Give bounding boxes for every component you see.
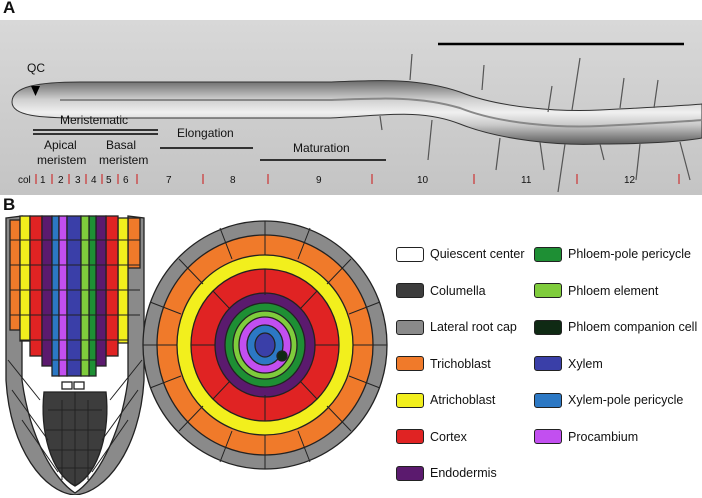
legend-swatch xyxy=(534,319,562,335)
col-number: 8 xyxy=(230,175,236,186)
col-number: 11 xyxy=(521,175,532,186)
legend-label: Trichoblast xyxy=(430,356,491,371)
panel-label-b: B xyxy=(3,195,16,214)
legend-swatch xyxy=(396,319,424,335)
legend-label: Quiescent center xyxy=(430,247,525,261)
panel-label-a: A xyxy=(3,0,16,17)
col-number: 2 xyxy=(58,175,64,186)
legend-item: Xylem-pole pericycle xyxy=(534,391,683,409)
legend-label: Columella xyxy=(430,283,486,298)
col-number: 1 xyxy=(40,175,46,186)
legend-item: Endodermis xyxy=(396,464,497,482)
meristematic-label: Meristematic xyxy=(60,113,129,127)
root-micrograph xyxy=(0,20,702,195)
legend-swatch xyxy=(396,429,424,444)
legend-item: Xylem xyxy=(534,355,603,373)
legend-label: Phloem companion cell xyxy=(568,320,698,334)
legend-item: Quiescent center xyxy=(396,245,525,263)
legend-label: Endodermis xyxy=(430,466,497,480)
legend-item: Columella xyxy=(396,282,486,300)
legend-label: Xylem xyxy=(568,356,603,371)
legend-item: Phloem-pole pericycle xyxy=(534,245,691,263)
legend-swatch xyxy=(534,429,562,444)
qc-arrow xyxy=(31,86,40,96)
legend-label: Atrichoblast xyxy=(430,393,496,407)
col-number: 6 xyxy=(123,175,129,186)
legend-swatch xyxy=(396,246,424,262)
basal-meristem-label-1: Basal xyxy=(106,138,137,152)
legend-swatch xyxy=(396,283,424,298)
legend-item: Cortex xyxy=(396,428,467,446)
legend-label: Lateral root cap xyxy=(430,320,517,334)
qc-label: QC xyxy=(27,61,45,75)
elongation-label: Elongation xyxy=(177,126,234,140)
col-number: 4 xyxy=(91,175,97,186)
root-tip-longitudinal-diagram xyxy=(5,215,145,495)
legend-label: Cortex xyxy=(430,429,467,444)
col-number: 10 xyxy=(417,175,429,186)
root-cross-section-diagram xyxy=(142,220,388,470)
legend-label: Procambium xyxy=(568,429,639,444)
legend-swatch xyxy=(534,356,562,371)
col-number: 9 xyxy=(316,175,322,186)
apical-meristem-label-1: Apical xyxy=(44,138,77,152)
legend-item: Trichoblast xyxy=(396,355,491,373)
col-number: 7 xyxy=(166,175,172,186)
col-number: 12 xyxy=(624,175,636,186)
col-prefix: col xyxy=(18,175,31,186)
legend-item: Lateral root cap xyxy=(396,318,517,336)
legend-item: Procambium xyxy=(534,428,638,446)
col-number: 5 xyxy=(106,175,112,186)
legend-swatch xyxy=(534,283,562,298)
legend-item: Phloem element xyxy=(534,282,658,300)
legend-swatch xyxy=(534,246,562,262)
legend-label: Phloem element xyxy=(568,283,659,298)
basal-meristem-label-2: meristem xyxy=(99,153,149,167)
legend-swatch xyxy=(396,392,424,408)
legend-swatch xyxy=(396,356,424,371)
legend-swatch xyxy=(396,465,424,481)
legend-swatch xyxy=(534,392,562,408)
col-number: 3 xyxy=(75,175,81,186)
legend-label: Phloem-pole pericycle xyxy=(568,247,691,261)
legend-label: Xylem-pole pericycle xyxy=(568,393,684,407)
maturation-label: Maturation xyxy=(293,141,350,155)
legend-item: Atrichoblast xyxy=(396,391,495,409)
apical-meristem-label-2: meristem xyxy=(37,153,87,167)
legend-item: Phloem companion cell xyxy=(534,318,697,336)
